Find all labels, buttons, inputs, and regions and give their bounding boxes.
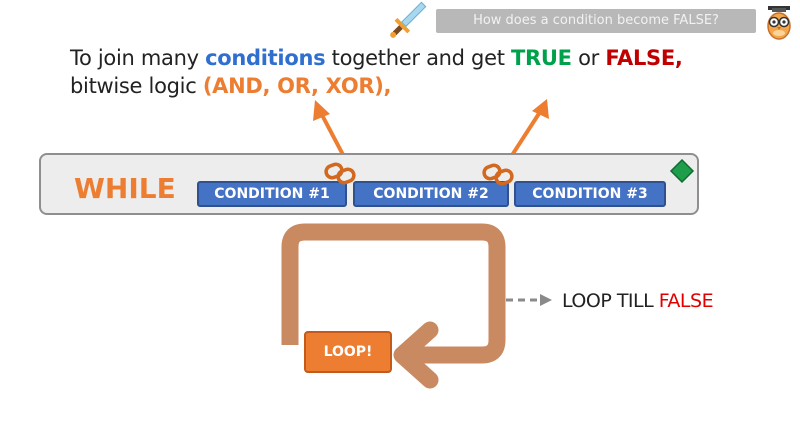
condition-3-box: CONDITION #3: [514, 181, 666, 207]
arrow-right-head: [532, 99, 549, 119]
loop-arrowhead: [393, 321, 439, 389]
keyword-conditions: conditions: [205, 46, 326, 70]
question-text: How does a condition become FALSE?: [473, 13, 719, 28]
headline-text: To join many: [70, 46, 206, 70]
keyword-bitwise-ops: (AND, OR, XOR),: [202, 74, 392, 98]
headline-text: together and get: [325, 46, 512, 70]
condition-2-box: CONDITION #2: [353, 181, 509, 207]
keyword-false: FALSE,: [605, 46, 683, 70]
headline-line-1: To join many conditions together and get…: [70, 44, 790, 72]
condition-1-box: CONDITION #1: [197, 181, 347, 207]
question-bar: How does a condition become FALSE?: [436, 9, 756, 33]
headline-text: or: [571, 46, 606, 70]
while-keyword: WHILE: [74, 172, 176, 205]
loop-button[interactable]: LOOP!: [304, 331, 392, 373]
loop-till-false: FALSE: [658, 290, 714, 312]
headline-text: bitwise logic: [70, 74, 203, 98]
headline-line-2: bitwise logic (AND, OR, XOR),: [70, 72, 790, 100]
arrow-left-head: [313, 100, 330, 121]
headline: To join many conditions together and get…: [70, 44, 790, 100]
connector-arrowhead: [540, 294, 552, 306]
keyword-true: TRUE: [511, 46, 572, 70]
loop-till-text: LOOP TILL: [562, 290, 659, 312]
loop-till-note: LOOP TILL FALSE: [562, 288, 714, 314]
